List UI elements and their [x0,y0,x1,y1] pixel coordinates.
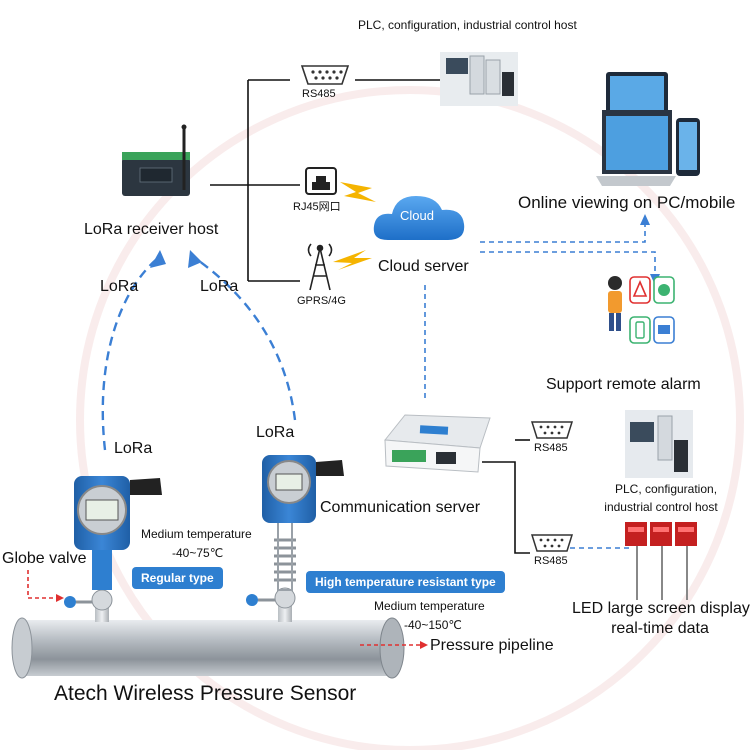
high-temp-temp-range: -40~150℃ [404,618,462,632]
rs485-top-label: RS485 [302,88,336,100]
plc-right-label-line2: industrial control host [604,500,718,514]
rs485-low-label: RS485 [534,555,568,567]
lora-receiver-device [122,124,190,196]
diagram-title: Atech Wireless Pressure Sensor [54,682,357,705]
gprs-label: GPRS/4G [297,295,346,307]
industrial-pc-icon-top [440,52,518,106]
regular-temp-range: -40~75℃ [172,546,224,560]
led-screen-icons [625,522,697,600]
laptop-phone-icon [596,72,700,186]
led-label-line2: real-time data [611,620,709,637]
rs485-mid-label: RS485 [534,442,568,454]
plc-right-label-line1: PLC, configuration, [614,482,718,496]
high-temp-temp-label: Medium temperature [374,599,485,613]
rs485-port-icon-low [530,534,574,552]
online-viewing-label: Online viewing on PC/mobile [518,193,736,212]
lora-label-right-upper: LoRa [200,278,239,295]
cell-tower-icon [307,243,333,291]
pressure-pipeline-label: Pressure pipeline [430,637,554,654]
cloud-server-label: Cloud server [378,258,469,275]
lightning-icons [333,182,376,270]
rj45-label: RJ45网口 [293,201,341,213]
lora-links [101,257,297,451]
globe-valve-label: Globe valve [2,550,87,567]
pressure-pipeline-graphic [11,617,405,679]
dashed-links [424,225,656,549]
watermark-ring [76,86,744,750]
regular-temp-label: Medium temperature [141,527,252,541]
industrial-pc-icon-right [625,410,693,478]
remote-alarm-icons [608,276,675,344]
regular-type-tag: Regular type [132,567,223,589]
cloud-icon [373,196,465,240]
remote-alarm-label: Support remote alarm [546,376,701,393]
led-label-line1: LED large screen displays [572,600,750,617]
wired-links [210,79,530,554]
communication-server-label: Communication server [320,499,481,516]
high-temp-type-sensor [246,455,344,622]
cloud-icon-text: Cloud [400,208,434,223]
regular-type-sensor [64,476,162,622]
lora-label-left-sensor: LoRa [114,440,153,457]
communication-server-device [384,414,491,473]
plc-top-label: PLC, configuration, industrial control h… [358,18,577,32]
lora-label-right-sensor: LoRa [256,424,295,441]
rj45-port-icon [305,167,337,195]
high-temp-type-tag: High temperature resistant type [306,571,505,593]
rs485-port-icon-top [300,65,350,85]
lora-label-left-upper: LoRa [100,278,139,295]
rs485-port-icon-mid [530,421,574,439]
lora-receiver-label: LoRa receiver host [84,221,219,238]
red-pointers [27,570,422,646]
